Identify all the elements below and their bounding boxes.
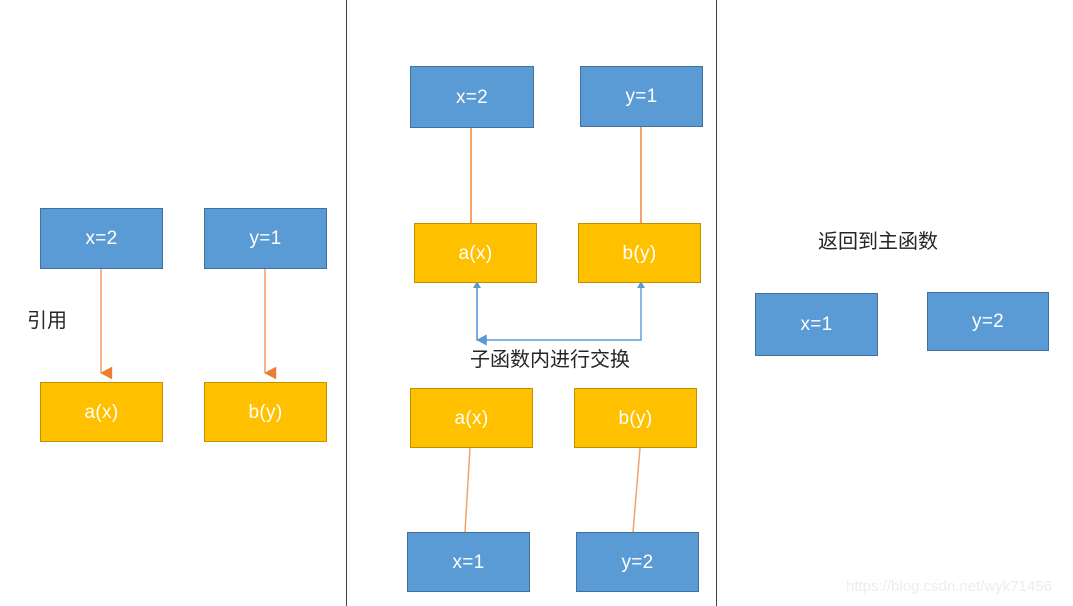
left-panel-label-reference: 引用	[27, 308, 67, 332]
mid-node-y2[interactable]: y=2	[576, 532, 699, 592]
left-node-ax[interactable]: a(x)	[40, 382, 163, 442]
mid-node-y1[interactable]: y=1	[580, 66, 703, 127]
right-node-x1[interactable]: x=1	[755, 293, 878, 356]
mid-node-by-top[interactable]: b(y)	[578, 223, 701, 283]
panel-divider-left	[346, 0, 347, 606]
mid-node-x1[interactable]: x=1	[407, 532, 530, 592]
left-node-y1[interactable]: y=1	[204, 208, 327, 269]
mid-node-x2[interactable]: x=2	[410, 66, 534, 128]
watermark-url: https://blog.csdn.net/wyk71456	[846, 578, 1052, 595]
left-node-by[interactable]: b(y)	[204, 382, 327, 442]
right-node-y2[interactable]: y=2	[927, 292, 1049, 351]
line-mid-by-to-y2	[632, 447, 641, 533]
mid-node-ax-bottom[interactable]: a(x)	[410, 388, 533, 448]
mid-panel-label-swap: 子函数内进行交换	[470, 347, 630, 371]
panel-divider-right	[716, 0, 717, 606]
right-panel-label-return: 返回到主函数	[818, 229, 938, 253]
left-node-x2[interactable]: x=2	[40, 208, 163, 269]
mid-node-by-bottom[interactable]: b(y)	[574, 388, 697, 448]
mid-node-ax-top[interactable]: a(x)	[414, 223, 537, 283]
swap-connector-path	[476, 288, 642, 341]
line-mid-ax-to-x1	[464, 447, 471, 533]
